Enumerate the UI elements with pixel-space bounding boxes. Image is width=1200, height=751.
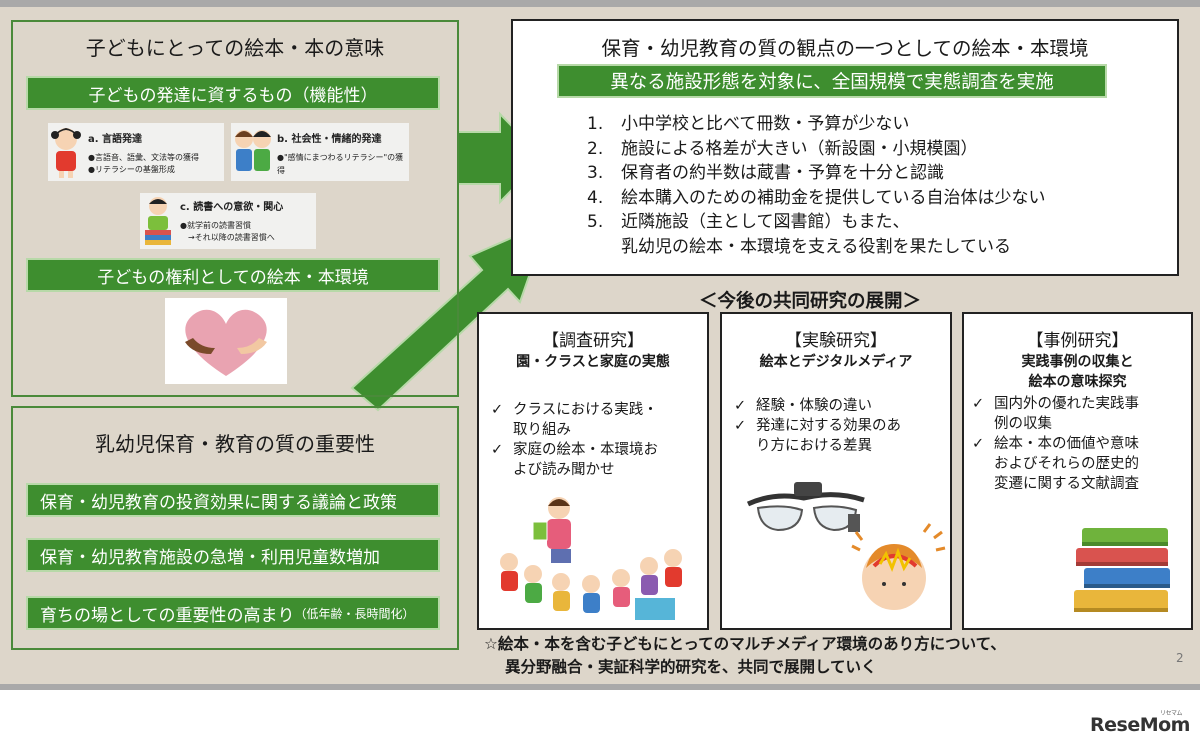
column-experiment-subtitle: 絵本とデジタルメディア [759, 354, 913, 370]
importance-pill-place: 育ちの場としての重要性の高まり （低年齢・長時間化） [26, 596, 440, 630]
finding-item: 3.保育者の約半数は蔵書・予算を十分と認識 [587, 163, 944, 183]
check-item: ✓国内外の優れた実践事例の収集 [972, 396, 1139, 432]
check-icon: ✓ [734, 418, 747, 434]
check-icon: ✓ [491, 402, 504, 418]
storytime-illustration [500, 497, 682, 620]
two-boys-icon [235, 130, 271, 171]
importance-title: 乳幼児保育・教育の質の重要性 [95, 432, 375, 456]
finding-item: 乳幼児の絵本・本環境を支える役割を果たしている [621, 236, 1011, 257]
check-icon: ✓ [734, 398, 747, 414]
column-experiment-title: 【実験研究】 [785, 331, 887, 351]
column-case-research: 【事例研究】 実践事例の収集と 絵本の意味探究 ✓国内外の優れた実践事例の収集 … [962, 312, 1193, 630]
importance-pill-growth-text: 保育・幼児教育施設の急増・利用児童数増加 [40, 547, 380, 568]
card-social-line1: ●"感情にまつわるリテラシー"の獲得 [277, 153, 404, 175]
check-icon: ✓ [972, 396, 985, 412]
resemom-logo-sub: リセマム [1160, 710, 1183, 717]
card-reading-title: c. 読書への意欲・関心 [180, 202, 284, 213]
importance-box [11, 406, 459, 650]
survey-banner: 異なる施設形態を対象に、全国規模で実態調査を実施 [557, 64, 1107, 98]
resemom-logo: ReseMom リセマム [1090, 710, 1190, 736]
children-group [500, 549, 682, 613]
brain-child-illustration [851, 523, 946, 610]
check-item: ✓発達に対する効果のあり方における差異 [734, 418, 901, 454]
importance-pill-investment-text: 保育・幼児教育の投資効果に関する議論と政策 [40, 492, 397, 513]
bottom-bar [0, 684, 1200, 690]
importance-pill-place-text: 育ちの場としての重要性の高まり [40, 605, 295, 626]
column-survey-items: ✓クラスにおける実践・取り組み ✓家庭の絵本・本環境および読み聞かせ [485, 400, 703, 480]
card-social-title: b. 社会性・情緒的発達 [277, 134, 382, 145]
check-item: ✓家庭の絵本・本環境および読み聞かせ [491, 442, 658, 478]
importance-pill-place-note: （低年齢・長時間化） [294, 606, 415, 621]
girl-icon [51, 128, 81, 178]
findings-list: 1.小中学校と比べて冊数・予算が少ない 2.施設による格差が大きい（新設園・小規… [587, 112, 1046, 259]
finding-item: 5.近隣施設（主として図書館）もまた、 [587, 212, 910, 232]
column-case-subtitle-1: 実践事例の収集と [1021, 354, 1134, 370]
finding-item: 4.絵本購入のための補助金を提供している自治体は少ない [587, 187, 1046, 208]
importance-pill-investment: 保育・幼児教育の投資効果に関する議論と政策 [26, 483, 440, 517]
finding-item: 1.小中学校と比べて冊数・予算が少ない [587, 114, 910, 134]
column-case-items: ✓国内外の優れた実践事例の収集 ✓絵本・本の価値や意味およびそれらの歴史的変遷に… [966, 394, 1190, 494]
card-language-title: a. 言語発達 [88, 134, 143, 145]
top-bar [0, 0, 1200, 7]
column-case-subtitle-2: 絵本の意味探究 [1028, 374, 1127, 390]
footnote-line2: 異分野融合・実証科学的研究を、共同で展開していく [505, 658, 877, 676]
meaning-title: 子どもにとっての絵本・本の意味 [85, 36, 385, 60]
eye-tracker-glasses-illustration [744, 474, 868, 544]
card-reading-line1: ●就学前の読書習慣 [180, 221, 251, 230]
finding-item: 2.施設による格差が大きい（新設園・小規模園） [587, 138, 978, 159]
column-experiment-research: 【実験研究】 絵本とデジタルメディア ✓経験・体験の違い ✓発達に対する効果のあ… [720, 312, 952, 630]
heart-hands-icon [185, 309, 267, 376]
card-reading-line2: →それ以降の読書習慣へ [180, 233, 275, 242]
column-survey-title: 【調査研究】 [542, 331, 644, 351]
check-icon: ✓ [491, 442, 504, 458]
meaning-box [11, 20, 459, 397]
check-item: ✓経験・体験の違い [734, 398, 872, 414]
heart-image [165, 298, 287, 384]
survey-title: 保育・幼児教育の質の観点の一つとしての絵本・本環境 [601, 37, 1089, 60]
column-survey-subtitle: 園・クラスと家庭の実態 [516, 354, 670, 370]
book-stack-icon [1074, 528, 1170, 612]
future-heading: ＜今後の共同研究の展開＞ [698, 291, 921, 312]
card-language-line2: ●リテラシーの基盤形成 [88, 165, 175, 174]
importance-pill-growth: 保育・幼児教育施設の急増・利用児童数増加 [26, 538, 440, 572]
function-pill: 子どもの発達に資するもの（機能性） [26, 76, 440, 110]
check-item: ✓クラスにおける実践・取り組み [491, 402, 658, 438]
page-number: 2 [1176, 651, 1184, 665]
column-experiment-items: ✓経験・体験の違い ✓発達に対する効果のあり方における差異 [728, 396, 950, 456]
card-social: b. 社会性・情緒的発達 ●"感情にまつわるリテラシー"の獲得 [231, 123, 409, 181]
check-icon: ✓ [972, 436, 985, 452]
footnote-line1: ☆絵本・本を含む子どもにとってのマルチメディア環境のあり方について、 [484, 635, 1006, 653]
card-language: a. 言語発達 ●言語音、語彙、文法等の獲得 ●リテラシーの基盤形成 [48, 123, 224, 181]
column-survey-research: 【調査研究】 園・クラスと家庭の実態 ✓クラスにおける実践・取り組み ✓家庭の絵… [477, 312, 709, 630]
card-language-line1: ●言語音、語彙、文法等の獲得 [88, 153, 199, 162]
resemom-logo-text: ReseMom [1090, 714, 1190, 736]
rights-pill: 子どもの権利としての絵本・本環境 [26, 258, 440, 292]
survey-box [511, 19, 1179, 276]
column-case-title: 【事例研究】 [1026, 331, 1129, 351]
reading-child-icon [145, 197, 171, 245]
check-item: ✓絵本・本の価値や意味およびそれらの歴史的変遷に関する文献調査 [972, 436, 1139, 492]
card-reading: c. 読書への意欲・関心 ●就学前の読書習慣 →それ以降の読書習慣へ [140, 193, 316, 249]
